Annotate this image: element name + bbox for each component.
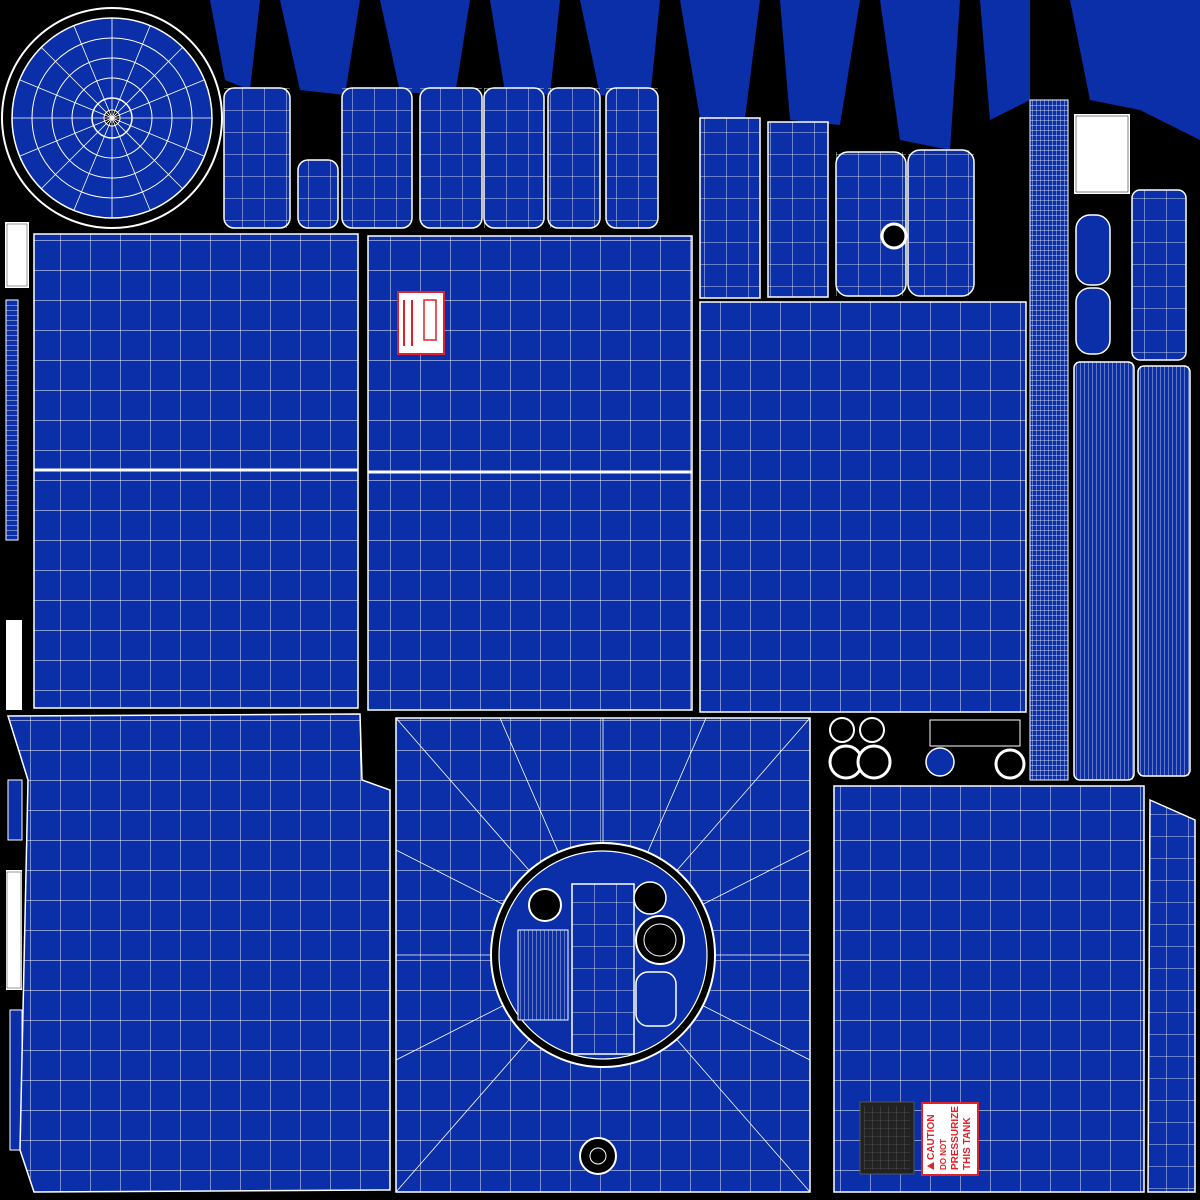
large-panel-top-middle xyxy=(367,235,693,711)
top-streaks xyxy=(210,0,1200,150)
caution-line-1: DO NOT xyxy=(939,1139,948,1170)
large-panel-top-right xyxy=(699,301,1027,713)
large-panel-bottom-middle xyxy=(395,717,811,1193)
caution-decal: CAUTION DO NOT PRESSURIZE THIS TANK xyxy=(921,1102,979,1176)
warning-triangle-icon xyxy=(927,1162,934,1170)
large-panel-bottom-left xyxy=(6,713,391,1193)
left-edge-strips xyxy=(5,222,29,1151)
caution-line-2: PRESSURIZE xyxy=(950,1106,961,1170)
caution-line-3: THIS TANK xyxy=(962,1117,973,1170)
disc-uv-island xyxy=(1,7,223,229)
large-panel-bottom-right xyxy=(833,785,1196,1193)
small-decal xyxy=(397,291,445,355)
small-parts-row xyxy=(223,87,1191,781)
large-panel-top-left xyxy=(33,233,359,709)
small-parts-cluster xyxy=(828,717,1026,780)
caution-heading: CAUTION xyxy=(926,1114,937,1160)
